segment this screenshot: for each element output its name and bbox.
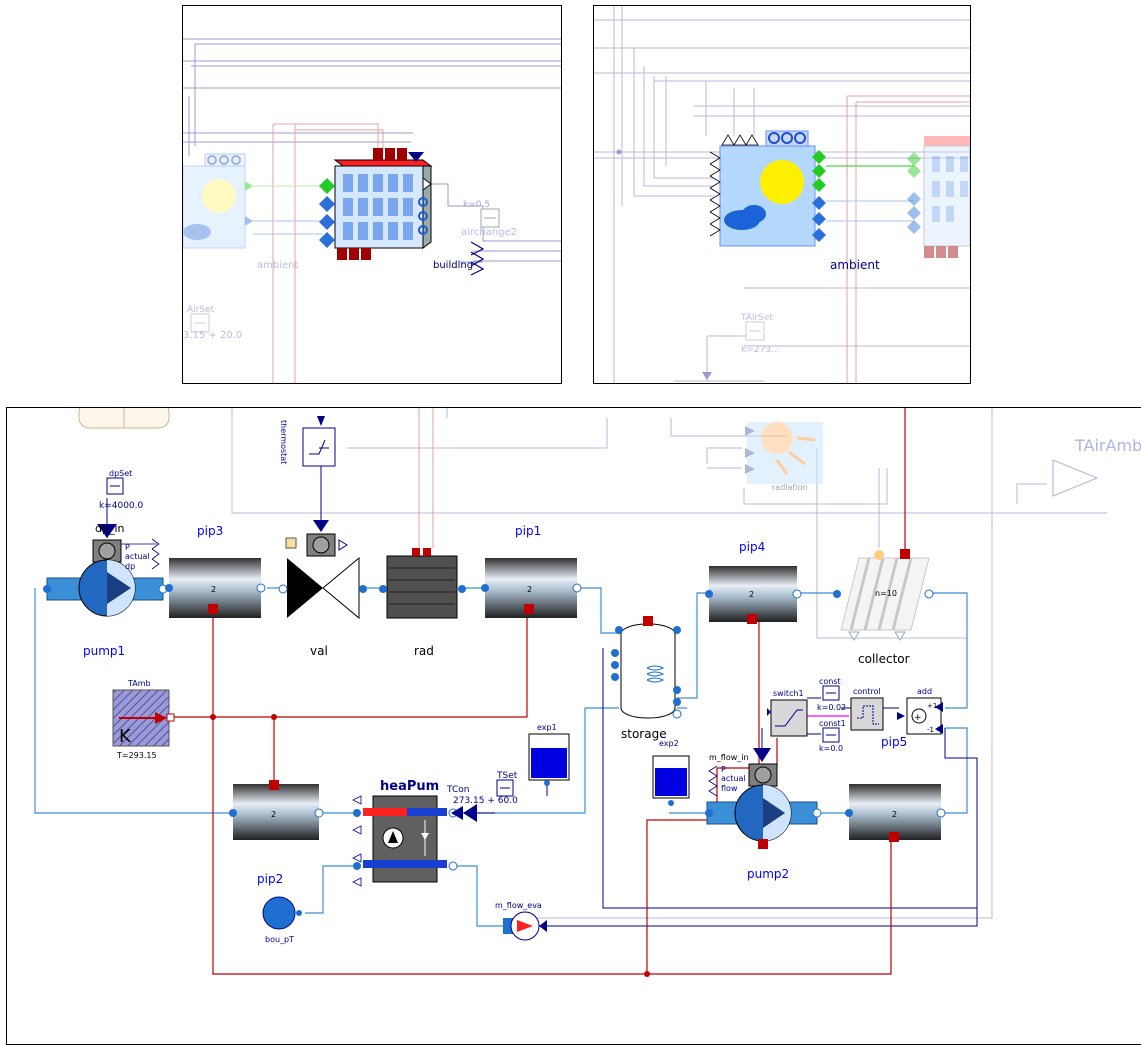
pump1-block[interactable] xyxy=(43,524,167,616)
dp-in-label: dp_in xyxy=(95,522,125,535)
pip1-n: 2 xyxy=(527,585,532,594)
pip3-block[interactable]: 2 xyxy=(165,558,265,618)
collector-block[interactable]: n=10 xyxy=(833,549,933,640)
pip5-label: pip5 xyxy=(881,735,907,749)
collector-label: collector xyxy=(858,652,910,666)
tcon-label: TCon xyxy=(446,785,469,795)
main-panel: TAirAmb thermostat radiation xyxy=(6,407,1141,1045)
heapum-block[interactable] xyxy=(353,796,463,886)
pump2-block[interactable] xyxy=(705,748,821,849)
control-label: control xyxy=(853,687,881,696)
pump2-port-actual: actual xyxy=(721,774,746,783)
pip2-block[interactable]: 2 xyxy=(229,780,323,840)
pip1-label: pip1 xyxy=(515,524,541,538)
rad-block[interactable] xyxy=(379,548,466,618)
pip4-label: pip4 xyxy=(739,540,765,554)
pip4-block[interactable]: 2 xyxy=(705,566,801,624)
pump2-port-flow: flow xyxy=(721,784,738,793)
pump1-port-actual: actual xyxy=(125,552,150,561)
heapum-label: heaPum xyxy=(380,779,439,794)
dpset-k: k=4000.0 xyxy=(99,501,144,511)
exp1-label: exp1 xyxy=(537,723,557,732)
radiation-block[interactable] xyxy=(745,422,823,484)
exp1-block[interactable] xyxy=(529,734,569,786)
building-label: building xyxy=(433,260,473,271)
pump2-label: pump2 xyxy=(747,867,789,881)
tamb-label: TAmb xyxy=(127,679,151,688)
pump1-port-p: P xyxy=(125,543,130,552)
m-flow-in-label: m_flow_in xyxy=(709,753,749,762)
tairset-k: k=273... xyxy=(741,345,780,355)
thermostat-block[interactable] xyxy=(303,416,335,466)
exp2-block[interactable] xyxy=(653,756,689,806)
pip1-block[interactable]: 2 xyxy=(481,558,581,618)
switch1-label: switch1 xyxy=(773,689,804,698)
val-block[interactable] xyxy=(279,520,367,618)
top-right-panel: ambient TAirSet k=273... xyxy=(593,5,971,384)
m-flow-eva-label: m_flow_eva xyxy=(495,901,542,910)
rad-label: rad xyxy=(414,644,434,658)
radiation-label: radiation xyxy=(772,483,808,492)
collector-n: n=10 xyxy=(875,589,897,598)
ambient-label: ambient xyxy=(830,258,880,272)
control-block[interactable] xyxy=(851,698,883,730)
ambient-block[interactable] xyxy=(710,131,826,246)
building-block[interactable] xyxy=(319,148,431,260)
pip5-n: 2 xyxy=(892,810,897,819)
const1-label: const1 xyxy=(819,719,846,728)
storage-block[interactable] xyxy=(611,616,681,718)
add-m1: -1 xyxy=(927,726,934,734)
thermostat-label: thermostat xyxy=(279,420,288,464)
exp2-label: exp2 xyxy=(659,739,679,748)
add-p1: +1 xyxy=(927,702,937,710)
switch1-block[interactable] xyxy=(767,700,807,736)
bou-pt-block[interactable] xyxy=(263,897,302,929)
const1-k: k=0.0 xyxy=(819,744,843,753)
building-block[interactable] xyxy=(907,136,970,258)
tamb-t: T=293.15 xyxy=(116,751,157,760)
add-label: add xyxy=(917,687,932,696)
tairamb-connector[interactable] xyxy=(1053,460,1097,496)
pip2-label: pip2 xyxy=(257,872,283,886)
m-flow-eva-pump[interactable] xyxy=(503,912,547,940)
pump1-port-dp: dp xyxy=(125,562,135,571)
ambient-block[interactable] xyxy=(183,154,253,248)
const-k: k=0.02 xyxy=(817,703,846,712)
const-label: const xyxy=(819,677,841,686)
pip2-n: 2 xyxy=(271,810,276,819)
tset-expr: 273.15 + 60.0 xyxy=(453,796,518,806)
top-left-panel: ambient k=0.5 airchange2 xyxy=(182,5,562,384)
airchange-label: airchange2 xyxy=(461,227,517,238)
pip5-block[interactable]: 2 xyxy=(845,784,945,842)
tairamb-label: TAirAmb xyxy=(1074,436,1141,455)
pip4-n: 2 xyxy=(749,590,754,599)
airset-expr: 3.15 + 20.0 xyxy=(183,330,242,341)
top-left-diagram: ambient k=0.5 airchange2 xyxy=(183,6,561,383)
pip3-label: pip3 xyxy=(197,524,223,538)
top-right-diagram: ambient TAirSet k=273... xyxy=(594,6,970,383)
ambient-label: ambient xyxy=(257,260,298,271)
add-plus: + xyxy=(914,713,922,723)
val-label: val xyxy=(310,644,328,658)
bou-pt-label: bou_pT xyxy=(265,935,294,944)
pump2-port-p: P xyxy=(721,765,726,774)
dpset-label: dpSet xyxy=(109,469,132,478)
pump1-label: pump1 xyxy=(83,644,125,658)
pip3-n: 2 xyxy=(211,585,216,594)
main-diagram: TAirAmb thermostat radiation xyxy=(7,408,1141,1045)
tamb-k: K xyxy=(119,726,132,747)
